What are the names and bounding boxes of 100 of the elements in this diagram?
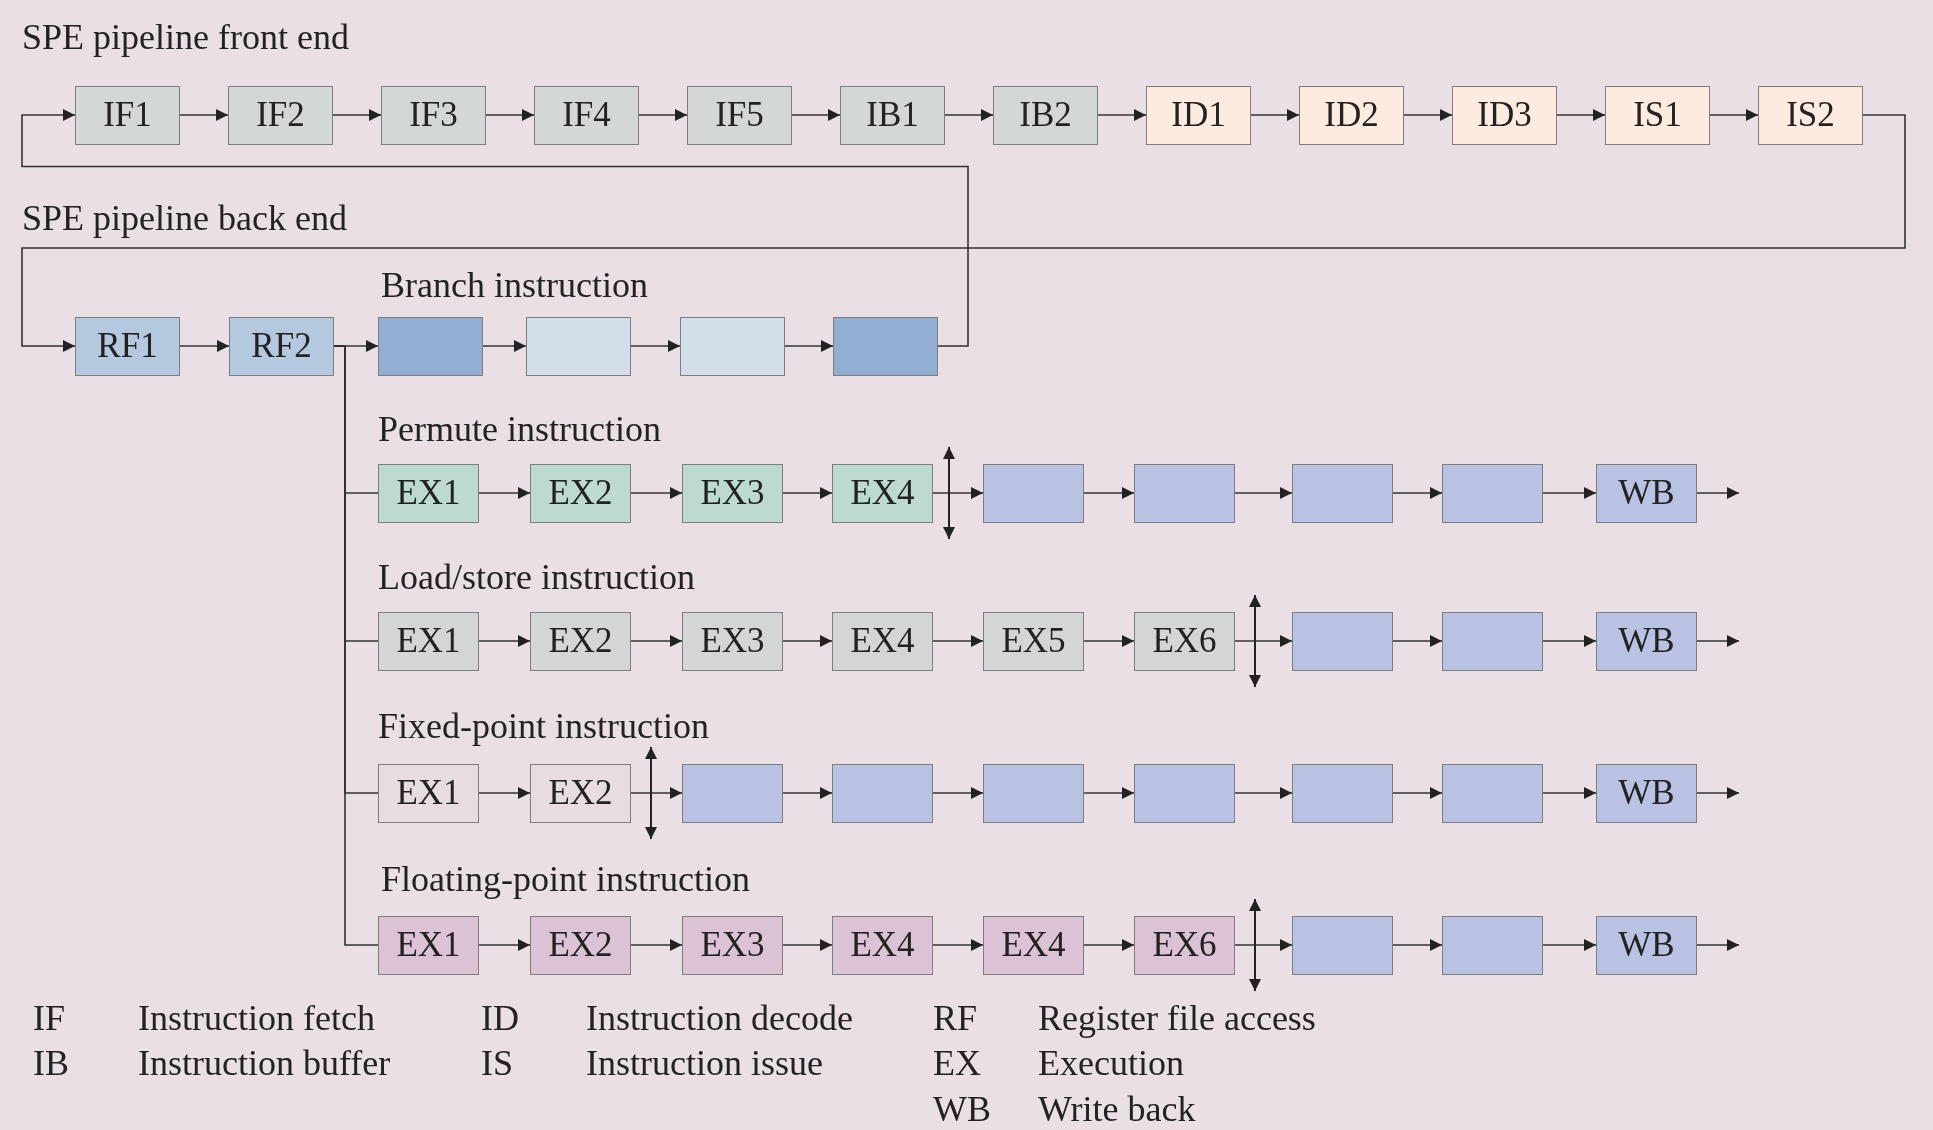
stage-box bbox=[1596, 463, 1697, 523]
connector-arrow bbox=[1696, 939, 1740, 951]
stage-box bbox=[378, 611, 479, 671]
connector-arrow bbox=[932, 787, 984, 799]
abbreviation-meaning: Instruction fetch bbox=[138, 997, 375, 1039]
stage-label: EX2 bbox=[548, 621, 613, 661]
connector-arrow bbox=[1097, 109, 1147, 121]
connector-arrow bbox=[944, 109, 994, 121]
connector-arrow bbox=[1234, 939, 1293, 951]
empty-stage-box bbox=[1442, 915, 1543, 975]
connector-arrow bbox=[932, 635, 984, 647]
connector-arrow bbox=[1556, 109, 1606, 121]
empty-stage-box bbox=[526, 316, 631, 376]
stage-label: ID3 bbox=[1477, 95, 1532, 135]
stage-label: IF2 bbox=[256, 95, 305, 135]
stage-box bbox=[832, 463, 933, 523]
stage-label: EX4 bbox=[850, 621, 915, 661]
connector-arrow bbox=[782, 787, 833, 799]
connector-arrow bbox=[1234, 487, 1293, 499]
stage-label: EX3 bbox=[700, 473, 765, 513]
stage-box bbox=[1146, 85, 1251, 145]
connector-arrow bbox=[782, 635, 833, 647]
connector-arrow bbox=[1392, 487, 1443, 499]
row-heading: Load/store instruction bbox=[378, 556, 695, 598]
stage-box bbox=[378, 463, 479, 523]
stage-box bbox=[534, 85, 639, 145]
connector-arrow bbox=[1083, 635, 1135, 647]
stage-box bbox=[1452, 85, 1557, 145]
connector-arrow bbox=[1083, 787, 1135, 799]
connector-arrow bbox=[782, 939, 833, 951]
row-heading: Permute instruction bbox=[378, 408, 661, 450]
abbreviation-meaning: Register file access bbox=[1038, 997, 1316, 1039]
stage-label: WB bbox=[1618, 621, 1675, 661]
empty-stage-box bbox=[1292, 611, 1393, 671]
stage-label: IF4 bbox=[562, 95, 611, 135]
empty-stage-box bbox=[680, 316, 785, 376]
stage-label: EX2 bbox=[548, 925, 613, 965]
empty-stage-box bbox=[1442, 463, 1543, 523]
stage-label: EX3 bbox=[700, 925, 765, 965]
stage-label: WB bbox=[1618, 473, 1675, 513]
connector-arrow bbox=[1696, 635, 1740, 647]
connector-arrow bbox=[482, 340, 527, 352]
stage-label: IB1 bbox=[866, 95, 919, 135]
stage-box bbox=[983, 915, 1084, 975]
empty-stage-box bbox=[983, 763, 1084, 823]
stage-box bbox=[1596, 611, 1697, 671]
row-heading: Branch instruction bbox=[381, 264, 648, 306]
connector-arrow bbox=[782, 487, 833, 499]
stage-label: WB bbox=[1618, 925, 1675, 965]
stage-label: EX3 bbox=[700, 621, 765, 661]
abbreviation-meaning: Instruction issue bbox=[586, 1042, 823, 1084]
row-heading: Floating-point instruction bbox=[381, 858, 750, 900]
connector-arrow bbox=[332, 109, 382, 121]
stage-label: EX1 bbox=[396, 621, 461, 661]
empty-stage-box bbox=[1134, 763, 1235, 823]
stage-box bbox=[1596, 763, 1697, 823]
stage-box bbox=[228, 85, 333, 145]
stage-label: RF2 bbox=[251, 326, 312, 366]
section-heading: SPE pipeline front end bbox=[22, 16, 349, 58]
abbreviation-meaning: Instruction decode bbox=[586, 997, 853, 1039]
stage-label: IF5 bbox=[715, 95, 764, 135]
empty-stage-box bbox=[832, 763, 933, 823]
stage-label: IS2 bbox=[1786, 95, 1835, 135]
connector-arrow bbox=[478, 939, 531, 951]
connector-arrow bbox=[630, 635, 683, 647]
connector-arrow bbox=[630, 340, 681, 352]
empty-stage-box bbox=[1442, 763, 1543, 823]
stage-label: IB2 bbox=[1019, 95, 1072, 135]
stage-box bbox=[1605, 85, 1710, 145]
stage-label: EX4 bbox=[850, 473, 915, 513]
stage-label: EX1 bbox=[396, 925, 461, 965]
connector-arrow bbox=[630, 939, 683, 951]
stage-box bbox=[1596, 915, 1697, 975]
stage-label: EX1 bbox=[396, 473, 461, 513]
stage-label: ID2 bbox=[1324, 95, 1379, 135]
abbreviation: IB bbox=[33, 1042, 69, 1084]
stage-label: EX6 bbox=[1152, 621, 1217, 661]
stage-label: RF1 bbox=[97, 326, 158, 366]
abbreviation-meaning: Instruction buffer bbox=[138, 1042, 391, 1084]
stage-box bbox=[682, 611, 783, 671]
connector-arrow bbox=[1392, 635, 1443, 647]
empty-stage-box bbox=[378, 316, 483, 376]
connector-arrow bbox=[1234, 787, 1293, 799]
stage-box bbox=[1134, 915, 1235, 975]
stage-label: EX1 bbox=[396, 773, 461, 813]
connector-arrow bbox=[179, 109, 229, 121]
stage-label: WB bbox=[1618, 773, 1675, 813]
connector-arrow bbox=[1083, 487, 1135, 499]
empty-stage-box bbox=[983, 463, 1084, 523]
stage-box bbox=[983, 611, 1084, 671]
stage-label: IF1 bbox=[103, 95, 152, 135]
abbreviation-meaning: Execution bbox=[1038, 1042, 1184, 1084]
stage-box bbox=[682, 915, 783, 975]
stage-box bbox=[832, 915, 933, 975]
connector-arrow bbox=[1709, 109, 1759, 121]
connector-arrow bbox=[1696, 487, 1740, 499]
connector-arrow bbox=[1542, 487, 1597, 499]
abbreviation: WB bbox=[933, 1088, 991, 1130]
stage-box bbox=[75, 85, 180, 145]
stage-label: EX6 bbox=[1152, 925, 1217, 965]
